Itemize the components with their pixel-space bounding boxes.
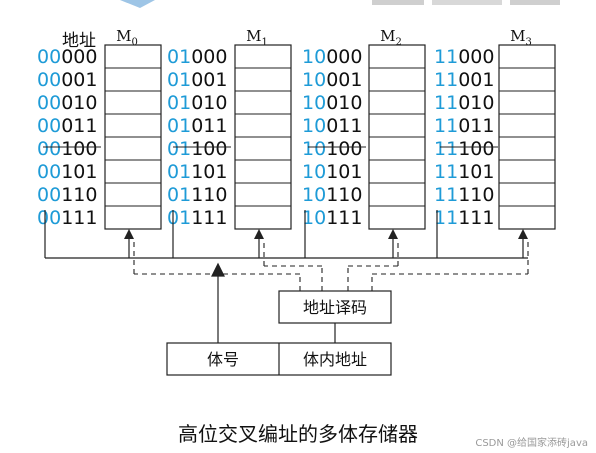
bank-select-line	[211, 262, 225, 343]
inner-address-field: 体内地址	[303, 350, 367, 369]
address-00011: 00011	[37, 115, 97, 137]
address-01000: 01000	[167, 46, 227, 68]
address-10110: 10110	[302, 184, 362, 206]
address-00111: 00111	[37, 207, 97, 229]
address-10000: 10000	[302, 46, 362, 68]
watermark: CSDN @给国家添砖java	[475, 438, 588, 449]
address-00001: 00001	[37, 69, 97, 91]
address-00110: 00110	[37, 184, 97, 206]
memory-module-0: M0 00000000010001000011001000010100110001…	[37, 27, 162, 258]
address-11111: 11111	[434, 207, 494, 229]
address-00010: 00010	[37, 92, 97, 114]
address-01010: 01010	[167, 92, 227, 114]
decoder-label: 地址译码	[303, 298, 367, 317]
decoder-select-lines	[133, 240, 529, 291]
address-00000: 00000	[37, 46, 97, 68]
address-11010: 11010	[434, 92, 494, 114]
address-11001: 11001	[434, 69, 494, 91]
address-00101: 00101	[37, 161, 97, 183]
bank-number-field: 体号	[207, 350, 239, 369]
figure-caption: 高位交叉编址的多体存储器	[178, 422, 418, 446]
module-label: M3	[510, 27, 532, 48]
address-11101: 11101	[434, 161, 494, 183]
module-label: M1	[246, 27, 268, 48]
address-01011: 01011	[167, 115, 227, 137]
memory-module-2: M2 10000100011001010011101001010110110101…	[302, 27, 426, 258]
module-label: M0	[116, 27, 138, 48]
address-10111: 10111	[302, 207, 362, 229]
address-01100: 01100	[167, 138, 227, 160]
address-10101: 10101	[302, 161, 362, 183]
address-01001: 01001	[167, 69, 227, 91]
address-10011: 10011	[302, 115, 362, 137]
address-01101: 01101	[167, 161, 227, 183]
address-10010: 10010	[302, 92, 362, 114]
module-label: M2	[380, 27, 402, 48]
address-10100: 10100	[302, 138, 362, 160]
address-11011: 11011	[434, 115, 494, 137]
address-01111: 01111	[167, 207, 227, 229]
memory-module-3: M3 11000110011101011011111001110111110111…	[434, 27, 556, 258]
address-11000: 11000	[434, 46, 494, 68]
address-10001: 10001	[302, 69, 362, 91]
top-decoration	[120, 0, 560, 8]
address-header: 地址	[62, 31, 96, 51]
address-bus	[44, 210, 528, 343]
address-01110: 01110	[167, 184, 227, 206]
address-11100: 11100	[434, 138, 494, 160]
address-11110: 11110	[434, 184, 494, 206]
address-00100: 00100	[37, 138, 97, 160]
memory-module-1: M1 01000010010101001011011000110101110011…	[167, 27, 292, 258]
decoder-box	[278, 290, 392, 324]
